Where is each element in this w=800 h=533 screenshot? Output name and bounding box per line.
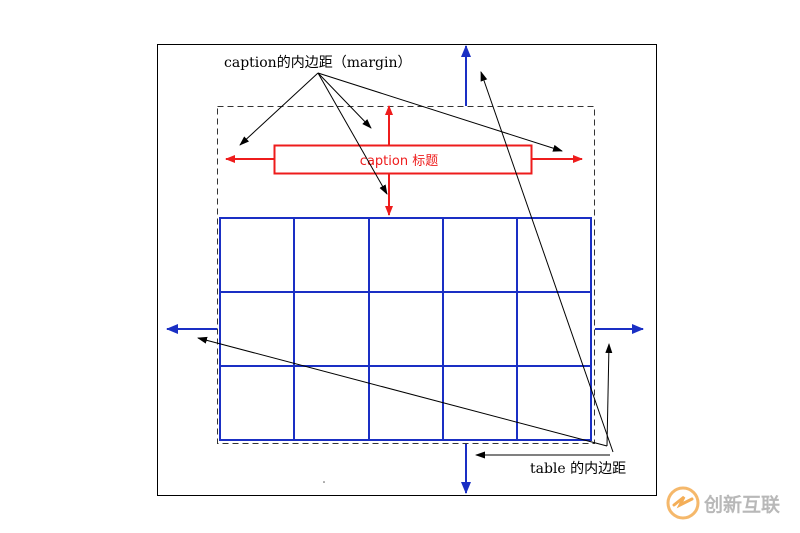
caption-margin-arrows bbox=[225, 105, 583, 216]
table-padding-label: table 的内边距 bbox=[530, 461, 626, 477]
watermark: 创新互联 bbox=[666, 486, 780, 520]
table-grid bbox=[219, 217, 592, 441]
caption-margin-label: caption的内边距（margin） bbox=[224, 55, 411, 71]
stray-dot bbox=[323, 481, 325, 483]
watermark-logo-icon bbox=[666, 486, 700, 520]
outer-frame bbox=[157, 44, 657, 496]
watermark-logo-mark bbox=[672, 495, 694, 509]
caption-margin-pointers bbox=[239, 72, 563, 195]
watermark-text: 创新互联 bbox=[703, 493, 780, 516]
table-margin-arrows bbox=[166, 45, 644, 494]
table-padding-pointers bbox=[197, 71, 614, 459]
caption-title-text: caption 标题 bbox=[360, 154, 438, 169]
dashed-container bbox=[217, 106, 595, 444]
caption-box bbox=[273, 144, 533, 175]
